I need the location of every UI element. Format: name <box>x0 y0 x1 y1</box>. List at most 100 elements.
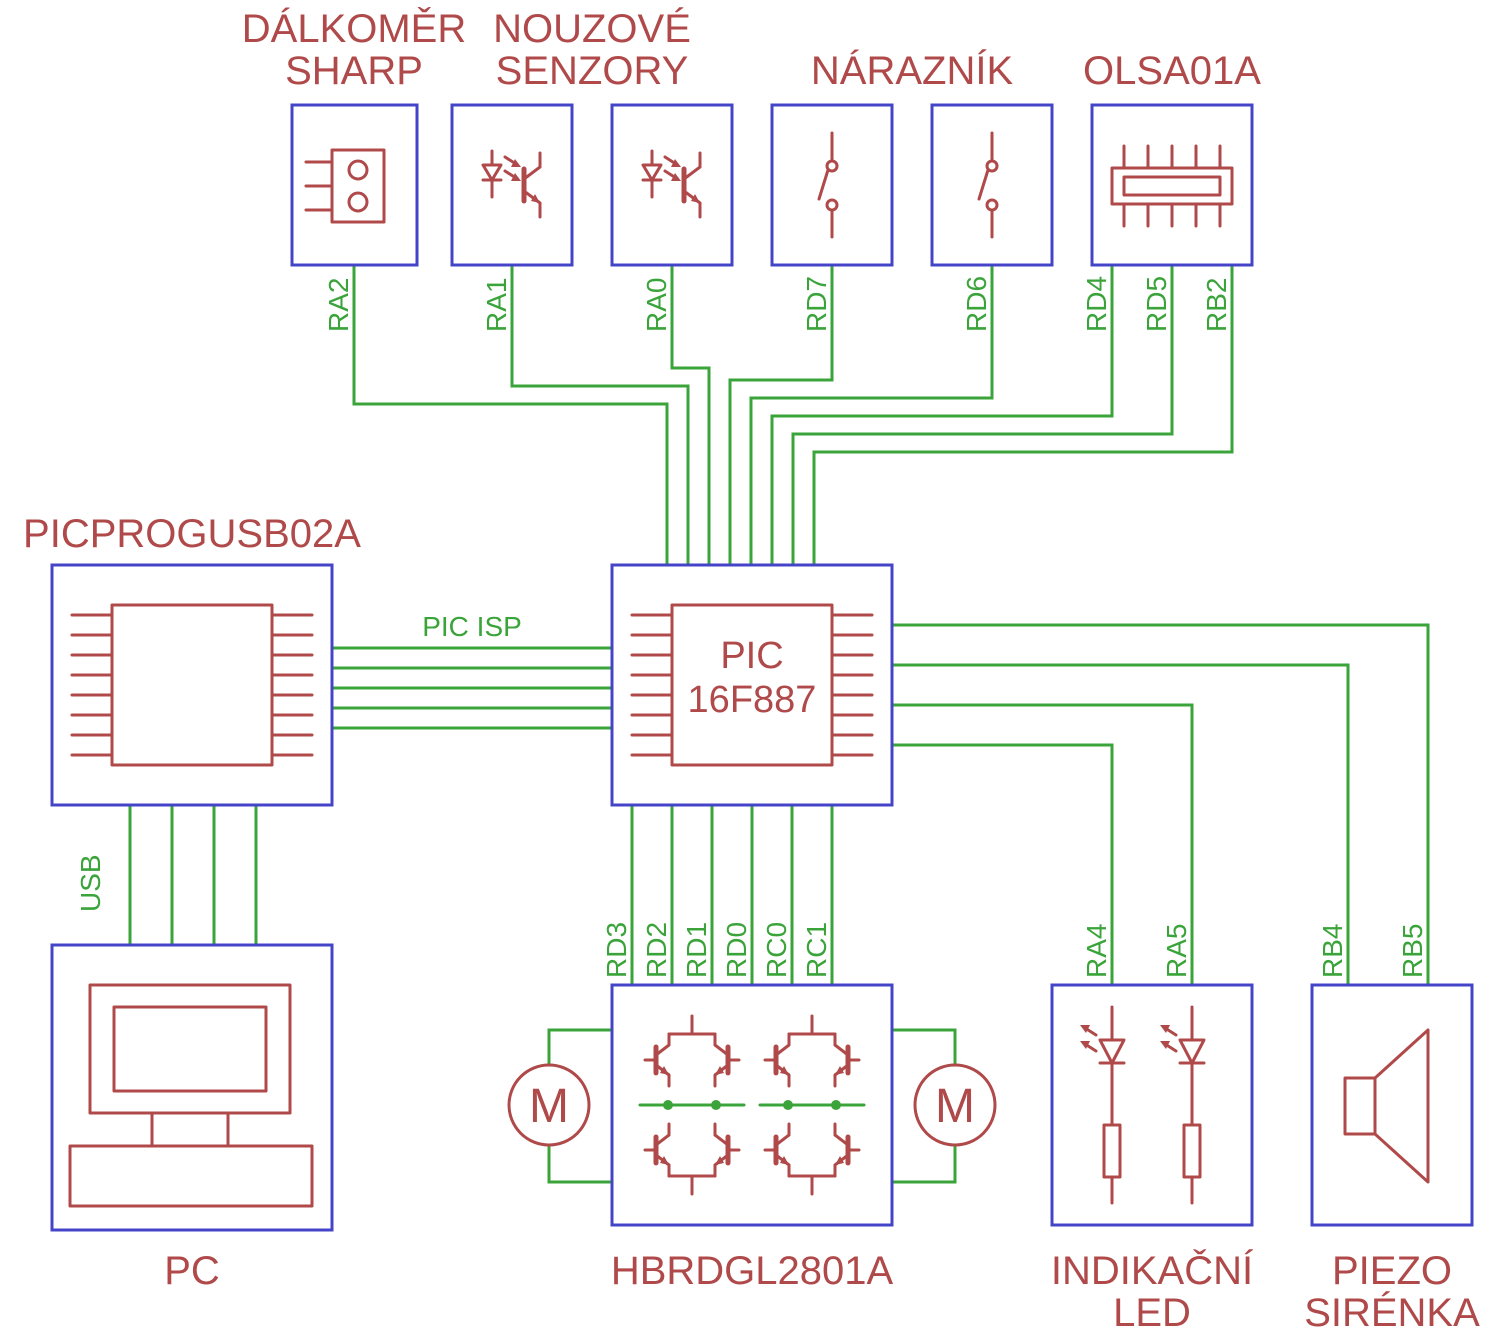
sensors-title-line2: SENZORY <box>496 49 689 93</box>
net-ra5-wire <box>890 703 1194 987</box>
hbridge-title: HBRDGL2801A <box>611 1249 894 1293</box>
net-usb-bus <box>128 803 258 947</box>
transistor-icon <box>765 1034 789 1086</box>
junction-dot <box>831 1100 841 1110</box>
rangefinder-title-line1: DÁLKOMĚR <box>242 6 467 51</box>
transistor-icon <box>835 1124 859 1176</box>
motor-icon <box>913 1063 997 1147</box>
block-programmer: PICPROGUSB02A <box>23 512 361 807</box>
transistor-icon <box>765 1124 789 1176</box>
hbridge-frame <box>610 983 894 1227</box>
pin-label-rd1: RD1 <box>681 922 712 978</box>
transistor-icon <box>715 1124 739 1176</box>
mcu-name-line2: 16F887 <box>688 679 817 721</box>
mcu-name-line1: PIC <box>720 635 783 677</box>
piezo-title-line1: PIEZO <box>1332 1249 1452 1293</box>
pin-label-ra5: RA5 <box>1161 924 1192 978</box>
pin-label-rd7: RD7 <box>801 276 832 332</box>
pin-label-ra4: RA4 <box>1081 924 1112 978</box>
bumper1-frame <box>770 103 894 267</box>
block-hbridge: M M HBRDGL2801A RD3 RD2 RD1 RD0 RC0 RC1 <box>507 922 997 1293</box>
olsa01a-frame <box>1090 103 1254 267</box>
piezo-title-line2: SIRÉNKA <box>1304 1290 1480 1332</box>
computer-icon <box>68 983 314 1208</box>
switch-icon <box>977 131 999 239</box>
net-rb4-wire <box>890 663 1350 987</box>
mcu-ic-icon <box>630 603 874 767</box>
pin-label-rb2: RB2 <box>1201 278 1232 332</box>
pin-label-rc0: RC0 <box>761 922 792 978</box>
net-ra4-wire <box>890 743 1114 987</box>
led-icon <box>1160 1007 1204 1203</box>
pc-frame <box>50 943 334 1232</box>
net-rd7-wire <box>728 263 834 567</box>
led-frame <box>1050 983 1254 1227</box>
sensor2-frame <box>610 103 734 267</box>
olsa01a-chip-icon <box>1110 144 1234 228</box>
net-rb5-wire <box>890 623 1430 987</box>
led-title-line2: LED <box>1113 1291 1191 1332</box>
net-ra0-wire <box>670 263 711 567</box>
motor-right-label: M <box>935 1080 975 1133</box>
net-rd4-wire <box>770 263 1114 567</box>
net-motor-control-bus <box>630 803 834 987</box>
rangefinder-title-line2: SHARP <box>285 49 423 93</box>
net-label-pic-isp: PIC ISP <box>422 611 522 642</box>
block-pc: PC <box>50 943 334 1293</box>
transistor-icon <box>645 1034 669 1086</box>
olsa01a-title: OLSA01A <box>1083 49 1261 93</box>
motor-right: M <box>913 1063 997 1147</box>
pin-label-rb4: RB4 <box>1317 924 1348 978</box>
optocoupler-icon <box>483 151 540 217</box>
optocoupler-icon <box>643 151 700 217</box>
net-isp-bus <box>330 646 614 730</box>
block-indicator-led: INDIKAČNÍ LED RA4 RA5 <box>1050 924 1254 1332</box>
transistor-icon <box>645 1124 669 1176</box>
net-wires: PIC ISP USB <box>75 263 1430 1184</box>
junction-dot <box>663 1100 673 1110</box>
pin-label-rd6: RD6 <box>961 276 992 332</box>
pin-label-rd0: RD0 <box>721 922 752 978</box>
pin-label-rd4: RD4 <box>1081 276 1112 332</box>
block-piezo: PIEZO SIRÉNKA RB4 RB5 <box>1304 924 1480 1332</box>
motor-left: M <box>507 1063 591 1147</box>
block-emergency-sensors: NOUZOVÉ SENZORY RA1 RA0 <box>450 6 734 332</box>
transistor-icon <box>715 1034 739 1086</box>
sensor1-frame <box>450 103 574 267</box>
rangefinder-frame <box>290 103 419 267</box>
block-rangefinder: DÁLKOMĚR SHARP RA2 <box>242 6 467 332</box>
net-ra2-wire <box>352 263 669 567</box>
pin-label-ra2: RA2 <box>323 278 354 332</box>
sensors-title-line1: NOUZOVÉ <box>493 6 691 51</box>
pin-label-rd2: RD2 <box>641 922 672 978</box>
connector-symbol-icon <box>304 148 386 224</box>
speaker-icon <box>1343 1028 1430 1184</box>
mcu-frame <box>610 563 894 807</box>
pin-label-rc1: RC1 <box>801 922 832 978</box>
transistor-icon <box>835 1034 859 1086</box>
bumper2-frame <box>930 103 1054 267</box>
switch-icon <box>817 131 839 239</box>
net-ra1-wire <box>510 263 690 567</box>
bumper-title: NÁRAZNÍK <box>811 48 1014 93</box>
pin-label-ra1: RA1 <box>481 278 512 332</box>
pin-label-ra0: RA0 <box>641 278 672 332</box>
pin-label-rd3: RD3 <box>601 922 632 978</box>
programmer-ic-icon <box>70 603 314 767</box>
net-motor-right-wires <box>890 1028 957 1184</box>
net-rd5-wire <box>791 263 1174 567</box>
net-label-usb: USB <box>75 854 106 912</box>
programmer-frame <box>50 563 334 807</box>
hbridge-rails <box>667 1014 837 1196</box>
motor-icon <box>507 1063 591 1147</box>
junction-dot <box>783 1100 793 1110</box>
junction-dot <box>711 1100 721 1110</box>
net-motor-left-wires <box>547 1028 614 1184</box>
block-mcu: PIC 16F887 <box>610 563 894 807</box>
block-bumper: NÁRAZNÍK RD7 RD6 <box>770 48 1054 332</box>
pc-title: PC <box>164 1249 220 1293</box>
pin-label-rd5: RD5 <box>1141 276 1172 332</box>
piezo-frame <box>1310 983 1474 1227</box>
